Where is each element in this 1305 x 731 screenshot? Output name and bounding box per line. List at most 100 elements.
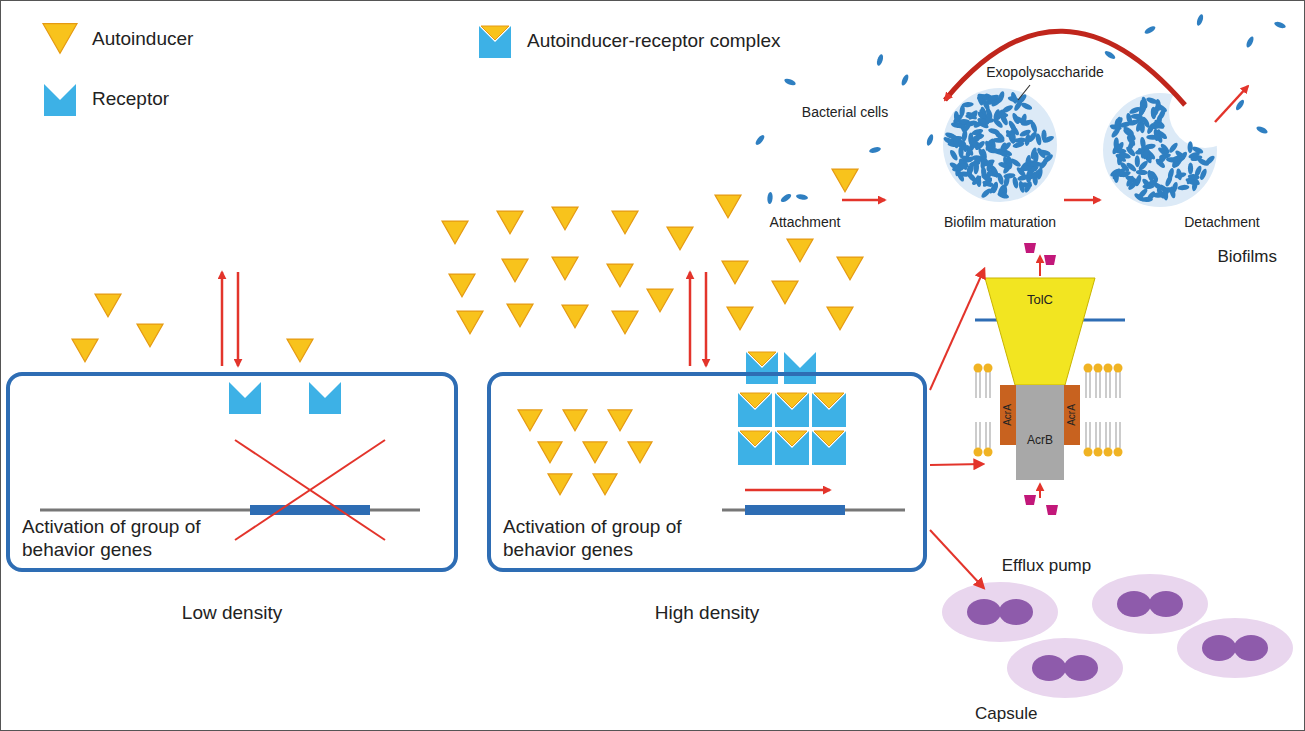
drug-molecule <box>1024 243 1036 253</box>
bacterial-cell <box>960 154 973 163</box>
complex <box>479 26 511 58</box>
influx-arrow <box>221 272 224 366</box>
bacterial-cell <box>982 180 995 188</box>
lipid-tail <box>1120 372 1121 398</box>
lipid-head <box>1084 364 1093 373</box>
acra-protein <box>1064 385 1080 445</box>
autoinducer <box>449 274 475 297</box>
lipid-head <box>1094 364 1103 373</box>
bacterial-cell <box>953 111 959 123</box>
complex-ligand <box>814 393 844 408</box>
drug-molecule <box>1044 255 1056 265</box>
complex-ligand <box>777 393 807 408</box>
bacterial-cell <box>1104 50 1117 61</box>
cell-box: Activation of group of behavior genesHig… <box>487 372 927 572</box>
part-label: Exopolysaccharide <box>986 64 1104 81</box>
legend-text: Receptor <box>92 88 169 111</box>
lipid-head <box>984 364 993 373</box>
autoinducer <box>607 264 633 287</box>
bacterial-cell <box>1134 174 1142 187</box>
legend-text: Autoinducer <box>92 28 193 51</box>
bacterial-cell <box>984 112 992 125</box>
bacterial-cell <box>1175 168 1182 181</box>
autoinducer <box>837 257 863 280</box>
receptor <box>229 382 261 414</box>
autoinducer <box>722 261 748 284</box>
lipid-tail <box>980 422 981 448</box>
lipid-tail <box>1090 422 1091 448</box>
autoinducer <box>95 294 121 317</box>
complex-ligand <box>777 431 807 446</box>
lipid-head <box>1104 364 1113 373</box>
part-label: Biofilm maturation <box>944 214 1056 231</box>
part-label: Detachment <box>1184 214 1259 231</box>
autoinducer <box>715 195 741 218</box>
lipid-tail <box>1090 372 1091 398</box>
autoinducer <box>43 24 77 54</box>
bacterial-cell <box>1142 147 1151 160</box>
bacterial-cell <box>1193 165 1202 178</box>
connector-arrow <box>930 530 984 588</box>
bacterial-cell <box>1168 141 1180 154</box>
gene-block <box>745 505 845 515</box>
bacterial-cell <box>1003 175 1010 188</box>
lipid-head <box>984 448 993 457</box>
autoinducer <box>548 474 572 495</box>
lipid-tail <box>1106 372 1107 398</box>
stage-arrow <box>842 199 885 202</box>
autoinducer <box>562 305 588 328</box>
bacterial-cell <box>965 110 978 121</box>
acra-protein <box>1000 385 1016 445</box>
lipid-head <box>1084 448 1093 457</box>
complex <box>812 393 846 427</box>
bacterial-cell <box>1134 114 1147 123</box>
lipid-tail <box>1100 372 1101 398</box>
autoinducer <box>518 410 542 431</box>
bacterial-cell <box>876 54 884 67</box>
bacterial-cell <box>948 149 959 162</box>
lipid-tail <box>1110 372 1111 398</box>
autoinducer <box>612 311 638 334</box>
complex-ligand <box>740 393 770 408</box>
autoinducer <box>787 239 813 262</box>
part-label: AcrB <box>1027 433 1053 447</box>
bacterial-cell <box>796 193 809 200</box>
bacterial-cell <box>1030 147 1038 160</box>
lipid-tail <box>1100 422 1101 448</box>
bacterial-cell <box>1155 99 1161 111</box>
bacterial-cell <box>981 98 991 111</box>
lipid-tail <box>1120 422 1121 448</box>
lipid-tail <box>1110 422 1111 448</box>
bacterial-cell <box>754 134 766 147</box>
bacterial-cell <box>1245 35 1255 48</box>
bacterial-cell <box>1255 125 1268 135</box>
autoinducer <box>563 410 587 431</box>
lipid-tail <box>1096 372 1097 398</box>
lipid-tail <box>986 422 987 448</box>
inactive-cross <box>235 440 385 540</box>
lipid-tail <box>990 372 991 398</box>
bacterial-cell <box>1020 101 1033 111</box>
density-label: High density <box>491 602 923 625</box>
bacterial-cell <box>1030 162 1042 167</box>
bacterial-cell <box>980 187 992 199</box>
legend-swatch <box>40 20 80 60</box>
bacterial-cell <box>962 101 974 107</box>
receptor <box>309 382 341 414</box>
bacterial-cell <box>1025 166 1036 179</box>
complex <box>775 393 809 427</box>
export-arrow <box>1039 256 1041 276</box>
legend-swatch <box>475 22 515 62</box>
lipid-head <box>1114 364 1123 373</box>
legend-swatch <box>40 80 80 120</box>
complex-ligand <box>740 431 770 446</box>
autoinducer <box>502 259 528 282</box>
capsule-layer <box>1177 618 1293 678</box>
exopolysaccharide-matrix <box>1103 93 1217 207</box>
autoinducer <box>628 442 652 463</box>
capsule-layer <box>1092 574 1208 634</box>
lipid-tail <box>976 372 977 398</box>
efflux-arrow <box>705 272 708 366</box>
autoinducer <box>583 442 607 463</box>
